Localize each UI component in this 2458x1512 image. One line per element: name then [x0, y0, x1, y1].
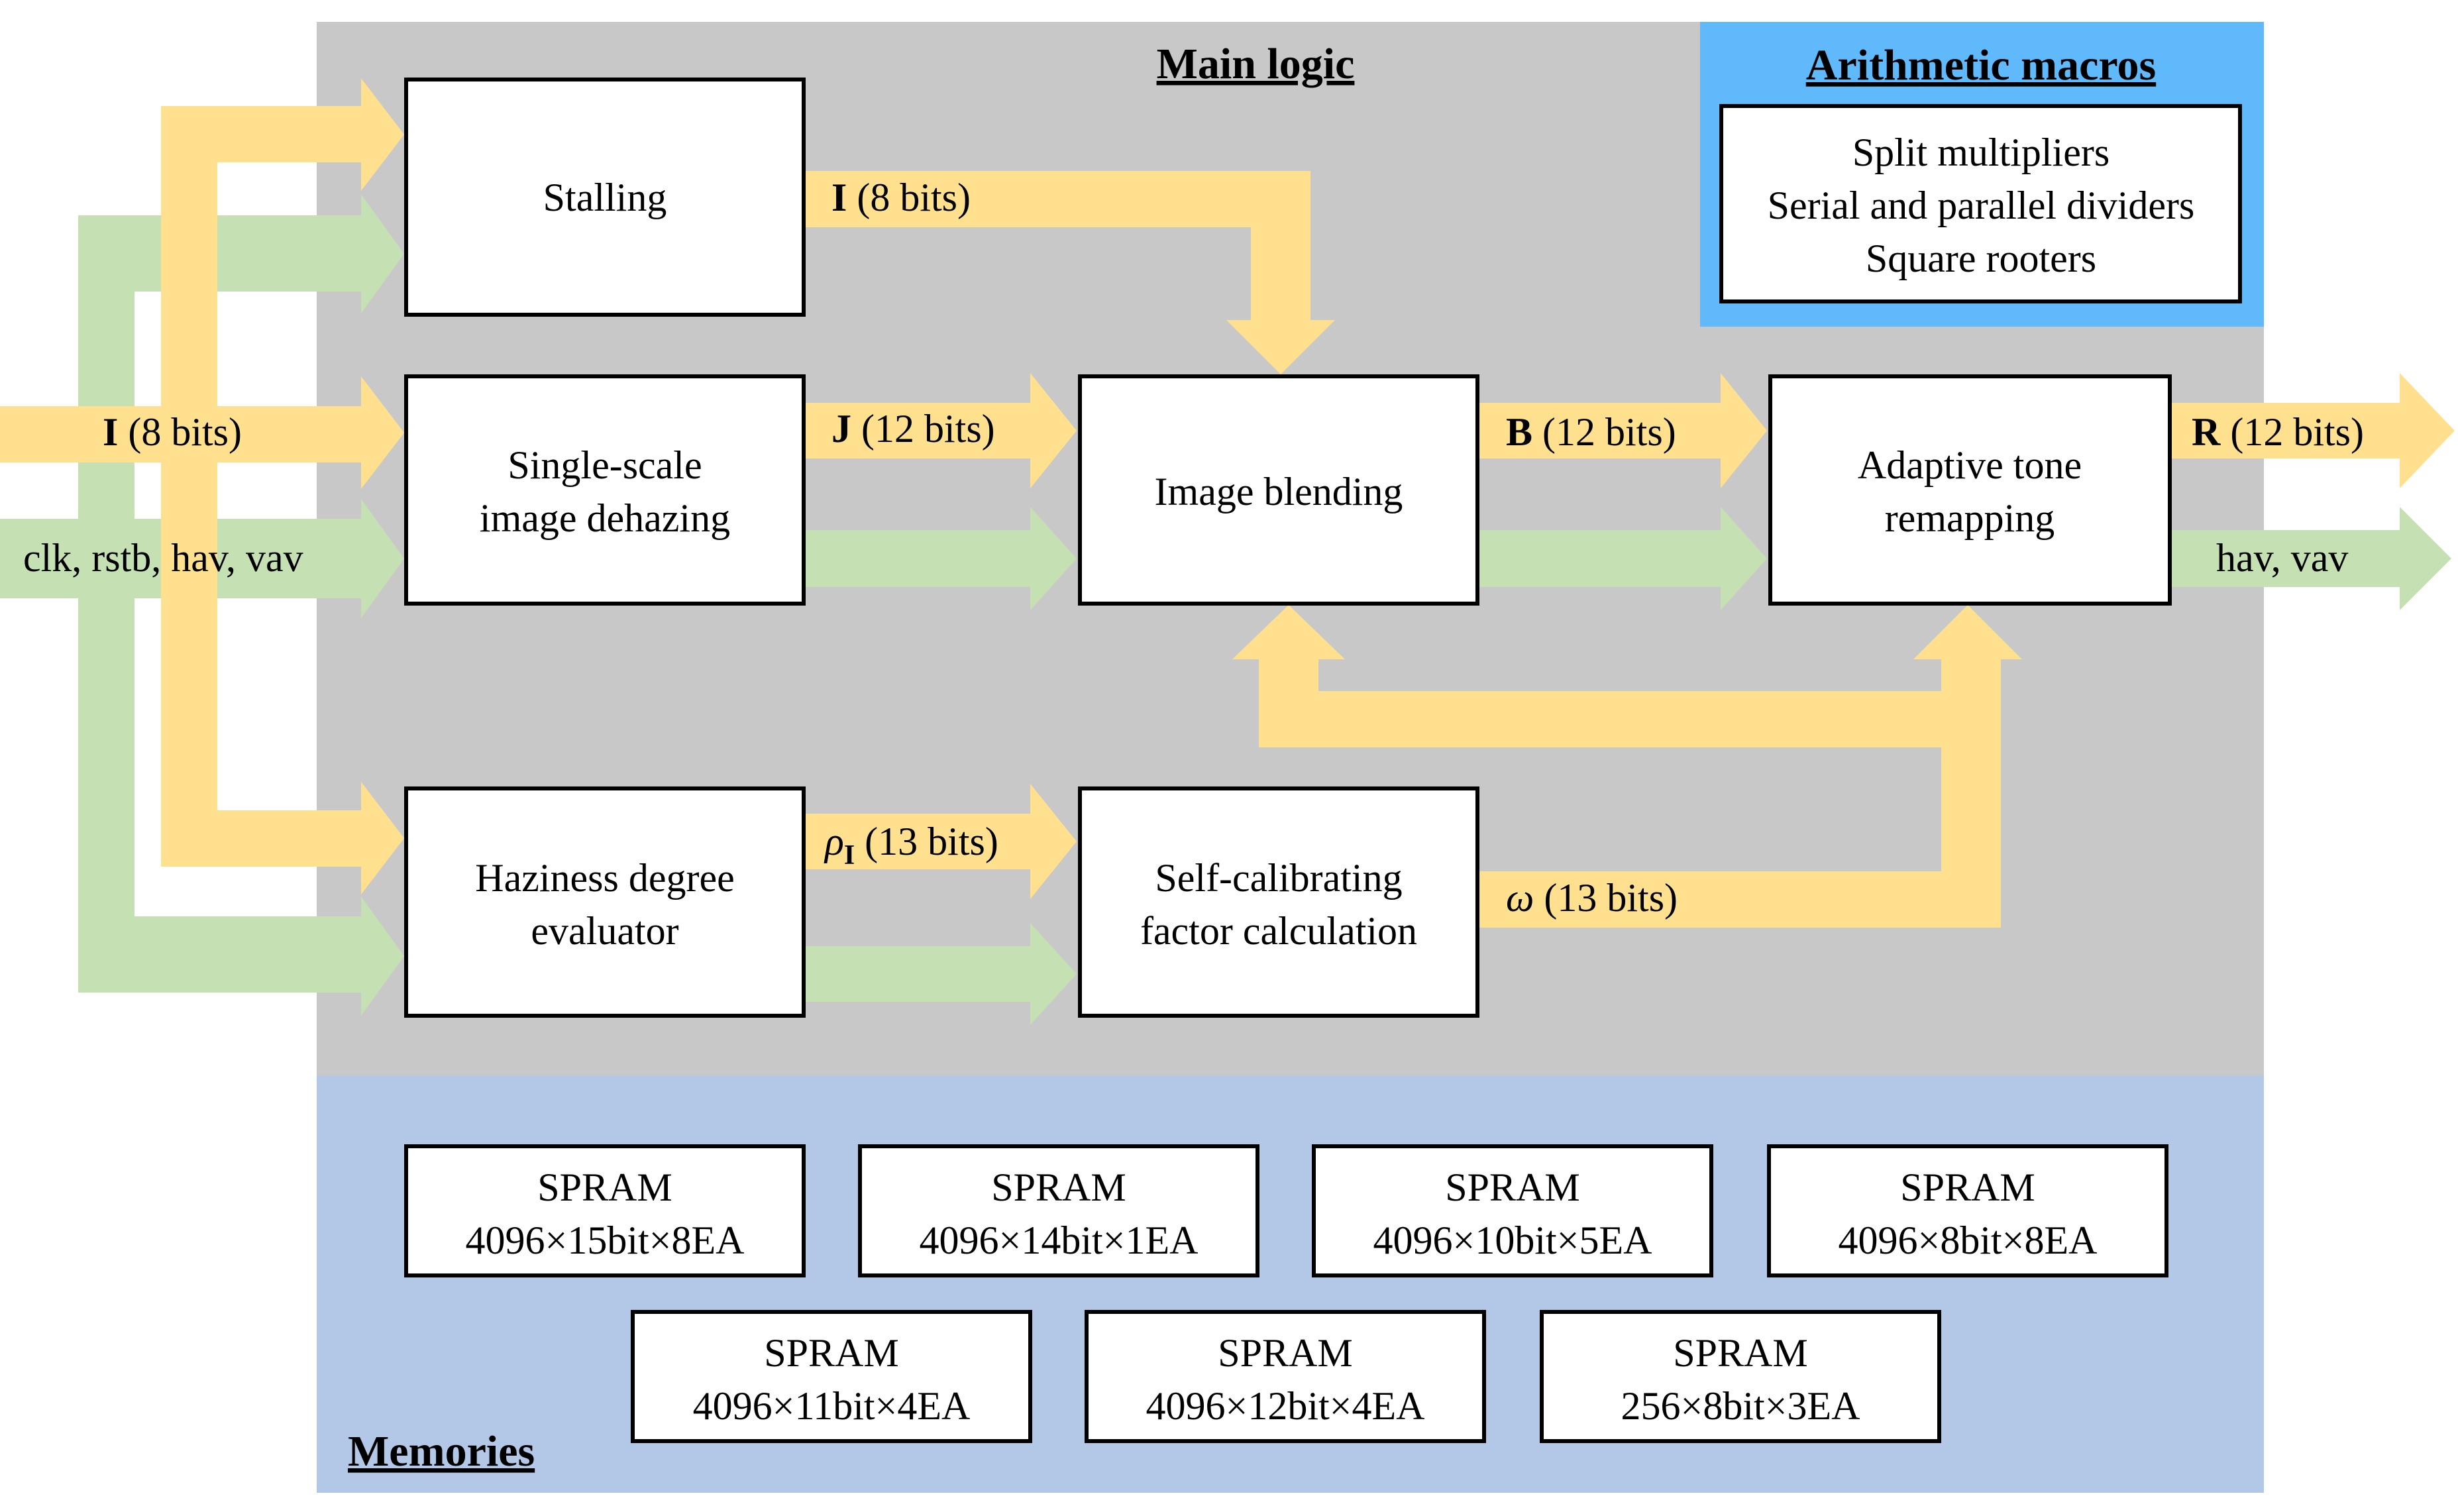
data-J-arrow	[804, 373, 1077, 488]
rho-label: ρI (13 bits)	[824, 820, 998, 871]
main-logic-title: Main logic	[1157, 40, 1355, 88]
memory-spec: 4096×8bit×8EA	[1839, 1218, 2098, 1262]
memory-name: SPRAM	[1445, 1165, 1579, 1209]
data-to-haziness-arrow	[161, 782, 404, 894]
stall-I-label: I (8 bits)	[831, 176, 971, 219]
control-to-haziness-arrow	[78, 896, 404, 1016]
input-I-label: I (8 bits)	[103, 410, 242, 454]
data-R-arrow	[2170, 373, 2455, 488]
dehazing-label-1: Single-scale	[508, 443, 702, 487]
tone-label-1: Adaptive tone	[1858, 443, 2082, 487]
output-control-label: hav, vav	[2216, 536, 2348, 580]
data-omega-branch	[1259, 691, 2001, 747]
data-omega-branch-up	[1259, 659, 1318, 747]
memory-block	[1540, 1310, 1941, 1443]
memory-name: SPRAM	[537, 1165, 672, 1209]
data-stall-to-blend-arrow	[804, 171, 1335, 374]
J-label: J (12 bits)	[831, 407, 995, 451]
data-omega-to-blend-arrowhead	[1232, 605, 1345, 663]
memory-block	[858, 1144, 1259, 1277]
memory-block	[1767, 1144, 2168, 1277]
memory-spec: 4096×12bit×4EA	[1146, 1384, 1425, 1428]
input-control-label: clk, rstb, hav, vav	[23, 536, 303, 580]
blending-block	[1078, 374, 1479, 606]
memory-name: SPRAM	[1673, 1331, 1807, 1375]
memory-spec: 4096×10bit×5EA	[1373, 1218, 1652, 1262]
data-bus-vertical	[161, 106, 217, 867]
memory-spec: 256×8bit×3EA	[1621, 1384, 1860, 1428]
arithmetic-line-2: Serial and parallel dividers	[1768, 184, 2195, 227]
memory-spec: 4096×14bit×1EA	[920, 1218, 1199, 1262]
memory-block	[631, 1310, 1032, 1443]
control-haze-to-selfcal-arrow	[804, 923, 1077, 1025]
arithmetic-line-3: Square rooters	[1866, 237, 2096, 280]
omega-label: ω (13 bits)	[1506, 876, 1678, 920]
data-to-stalling-arrow	[161, 78, 404, 191]
selfcal-label-2: factor calculation	[1140, 909, 1417, 953]
data-omega-up-arrowhead	[1913, 605, 2022, 663]
arithmetic-line-1: Split multipliers	[1852, 131, 2110, 174]
data-rho-arrow	[804, 784, 1077, 899]
control-arrows	[0, 194, 2451, 1025]
selfcal-label-1: Self-calibrating	[1155, 856, 1402, 900]
selfcal-block	[1078, 786, 1479, 1018]
memory-name: SPRAM	[1218, 1331, 1352, 1375]
arithmetic-box	[1719, 104, 2242, 303]
memory-block	[1312, 1144, 1713, 1277]
control-bus-vertical	[78, 242, 134, 993]
haziness-label-2: evaluator	[531, 909, 678, 953]
memory-name: SPRAM	[991, 1165, 1126, 1209]
haziness-block	[404, 786, 806, 1018]
haziness-label-1: Haziness degree	[475, 856, 734, 900]
memory-block	[404, 1144, 806, 1277]
memory-name: SPRAM	[764, 1331, 898, 1375]
memories-title: Memories	[348, 1427, 535, 1476]
memory-block	[1085, 1310, 1486, 1443]
B-label: B (12 bits)	[1506, 410, 1676, 454]
data-B-arrow	[1477, 373, 1767, 488]
control-to-stalling-arrow	[78, 194, 404, 313]
tone-label-2: remapping	[1885, 496, 2055, 540]
data-arrows	[0, 78, 2455, 928]
stalling-label: Stalling	[543, 176, 667, 219]
memory-spec: 4096×15bit×8EA	[466, 1218, 745, 1262]
memory-blocks: SPRAM 4096×15bit×8EA SPRAM 4096×14bit×1E…	[404, 1144, 2168, 1443]
tone-remapping-block	[1768, 374, 2172, 606]
memory-name: SPRAM	[1900, 1165, 2035, 1209]
dehazing-label-2: image dehazing	[480, 496, 730, 540]
memory-spec: 4096×11bit×4EA	[693, 1384, 971, 1428]
dehazing-block	[404, 374, 806, 606]
R-label: R (12 bits)	[2192, 410, 2364, 454]
blending-label: Image blending	[1155, 470, 1403, 513]
control-dehaze-to-blend-arrow	[804, 507, 1077, 610]
control-output-arrow	[2170, 507, 2451, 610]
data-omega-to-tone-arrow	[1477, 658, 2001, 928]
arithmetic-macros-title: Arithmetic macros	[1806, 41, 2156, 89]
control-blend-to-tone-arrow	[1477, 507, 1767, 610]
stalling-block	[404, 78, 806, 317]
